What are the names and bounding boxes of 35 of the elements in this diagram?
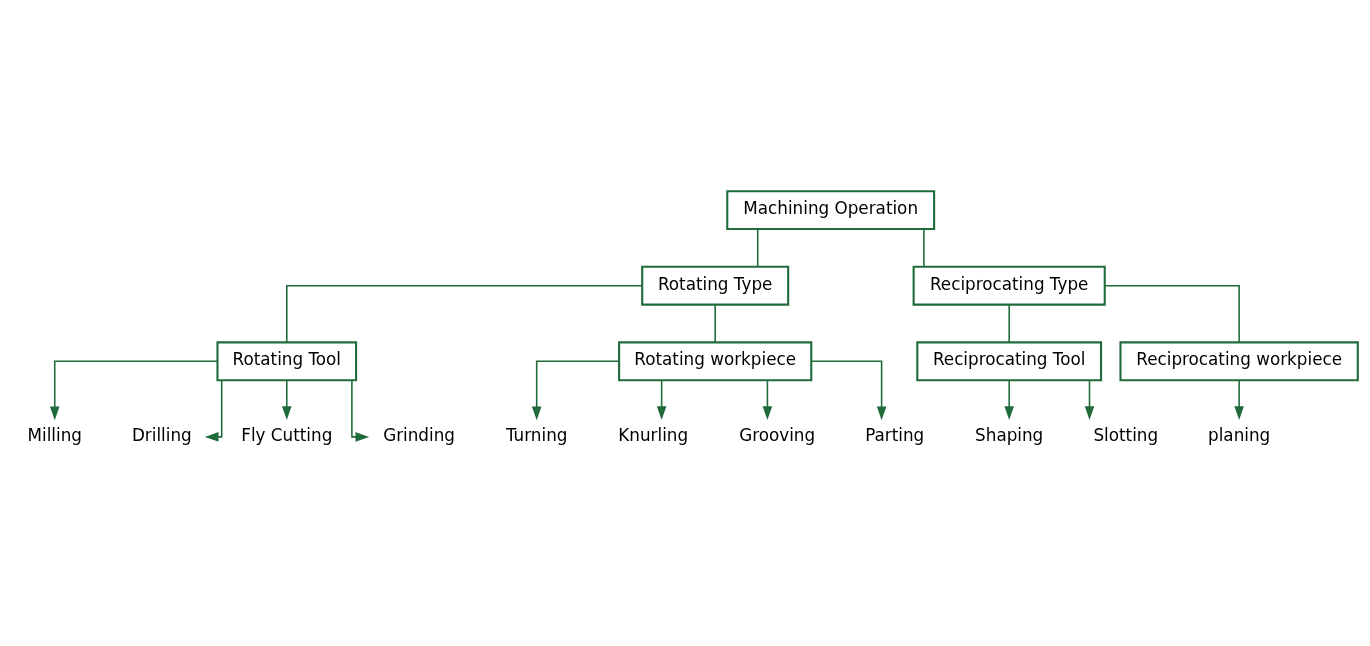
node-text: Turning	[505, 424, 568, 445]
arrow	[1004, 379, 1014, 420]
arrow	[1084, 379, 1095, 420]
arrow	[656, 379, 667, 420]
node-text: Grinding	[383, 424, 455, 445]
arrow	[351, 379, 370, 442]
node-text: Drilling	[131, 424, 192, 445]
node-text: Fly Cutting	[241, 424, 333, 445]
connector	[714, 303, 716, 343]
connector	[756, 227, 759, 267]
node-box: Rotating Type	[641, 265, 790, 306]
node-box: Reciprocating Tool	[916, 340, 1103, 381]
node-text: Shaping	[975, 424, 1044, 445]
connector	[1104, 284, 1240, 343]
node-box: Reciprocating Type	[912, 265, 1106, 306]
node-box: Reciprocating workpiece	[1119, 340, 1359, 381]
connector	[286, 284, 643, 343]
arrow	[1234, 379, 1244, 420]
arrow	[282, 379, 292, 420]
connector	[1008, 303, 1010, 343]
node-box: Machining Operation	[726, 189, 936, 230]
arrow	[204, 379, 223, 442]
node-text: Parting	[865, 424, 925, 445]
node-text: Slotting	[1093, 424, 1159, 445]
arrow	[49, 360, 219, 420]
arrow	[810, 360, 887, 420]
connector	[923, 227, 925, 267]
arrow	[762, 379, 773, 420]
node-text: planing	[1208, 424, 1271, 445]
node-text: Grooving	[739, 424, 816, 445]
node-text: Milling	[27, 424, 82, 445]
node-text: Knurling	[618, 424, 689, 445]
node-box: Rotating workpiece	[618, 340, 813, 381]
arrow	[531, 360, 620, 420]
node-box: Rotating Tool	[216, 340, 358, 381]
